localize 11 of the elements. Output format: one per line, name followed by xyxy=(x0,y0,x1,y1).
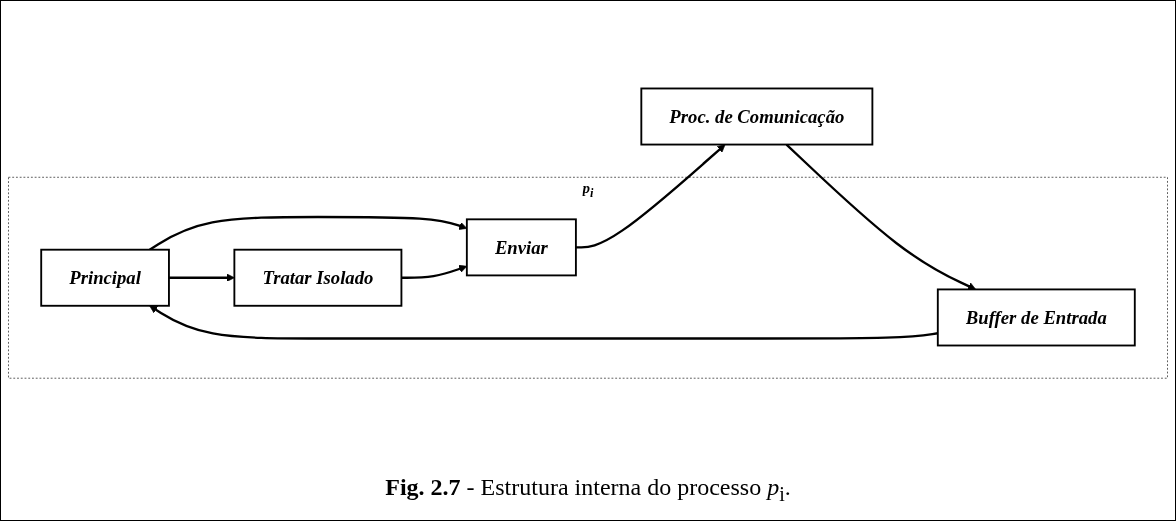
node-box xyxy=(640,87,874,146)
node-box xyxy=(40,249,170,307)
arrow xyxy=(168,273,235,283)
arrow xyxy=(575,144,726,249)
figure-caption: Fig. 2.7 - Estrutura interna do processo p$_{i}$. xyxy=(385,474,791,506)
node-box xyxy=(936,288,1136,347)
arrow xyxy=(785,143,977,291)
node-box xyxy=(233,249,403,307)
cluster xyxy=(8,177,1168,379)
node-box xyxy=(465,218,577,277)
arrow xyxy=(149,305,938,340)
